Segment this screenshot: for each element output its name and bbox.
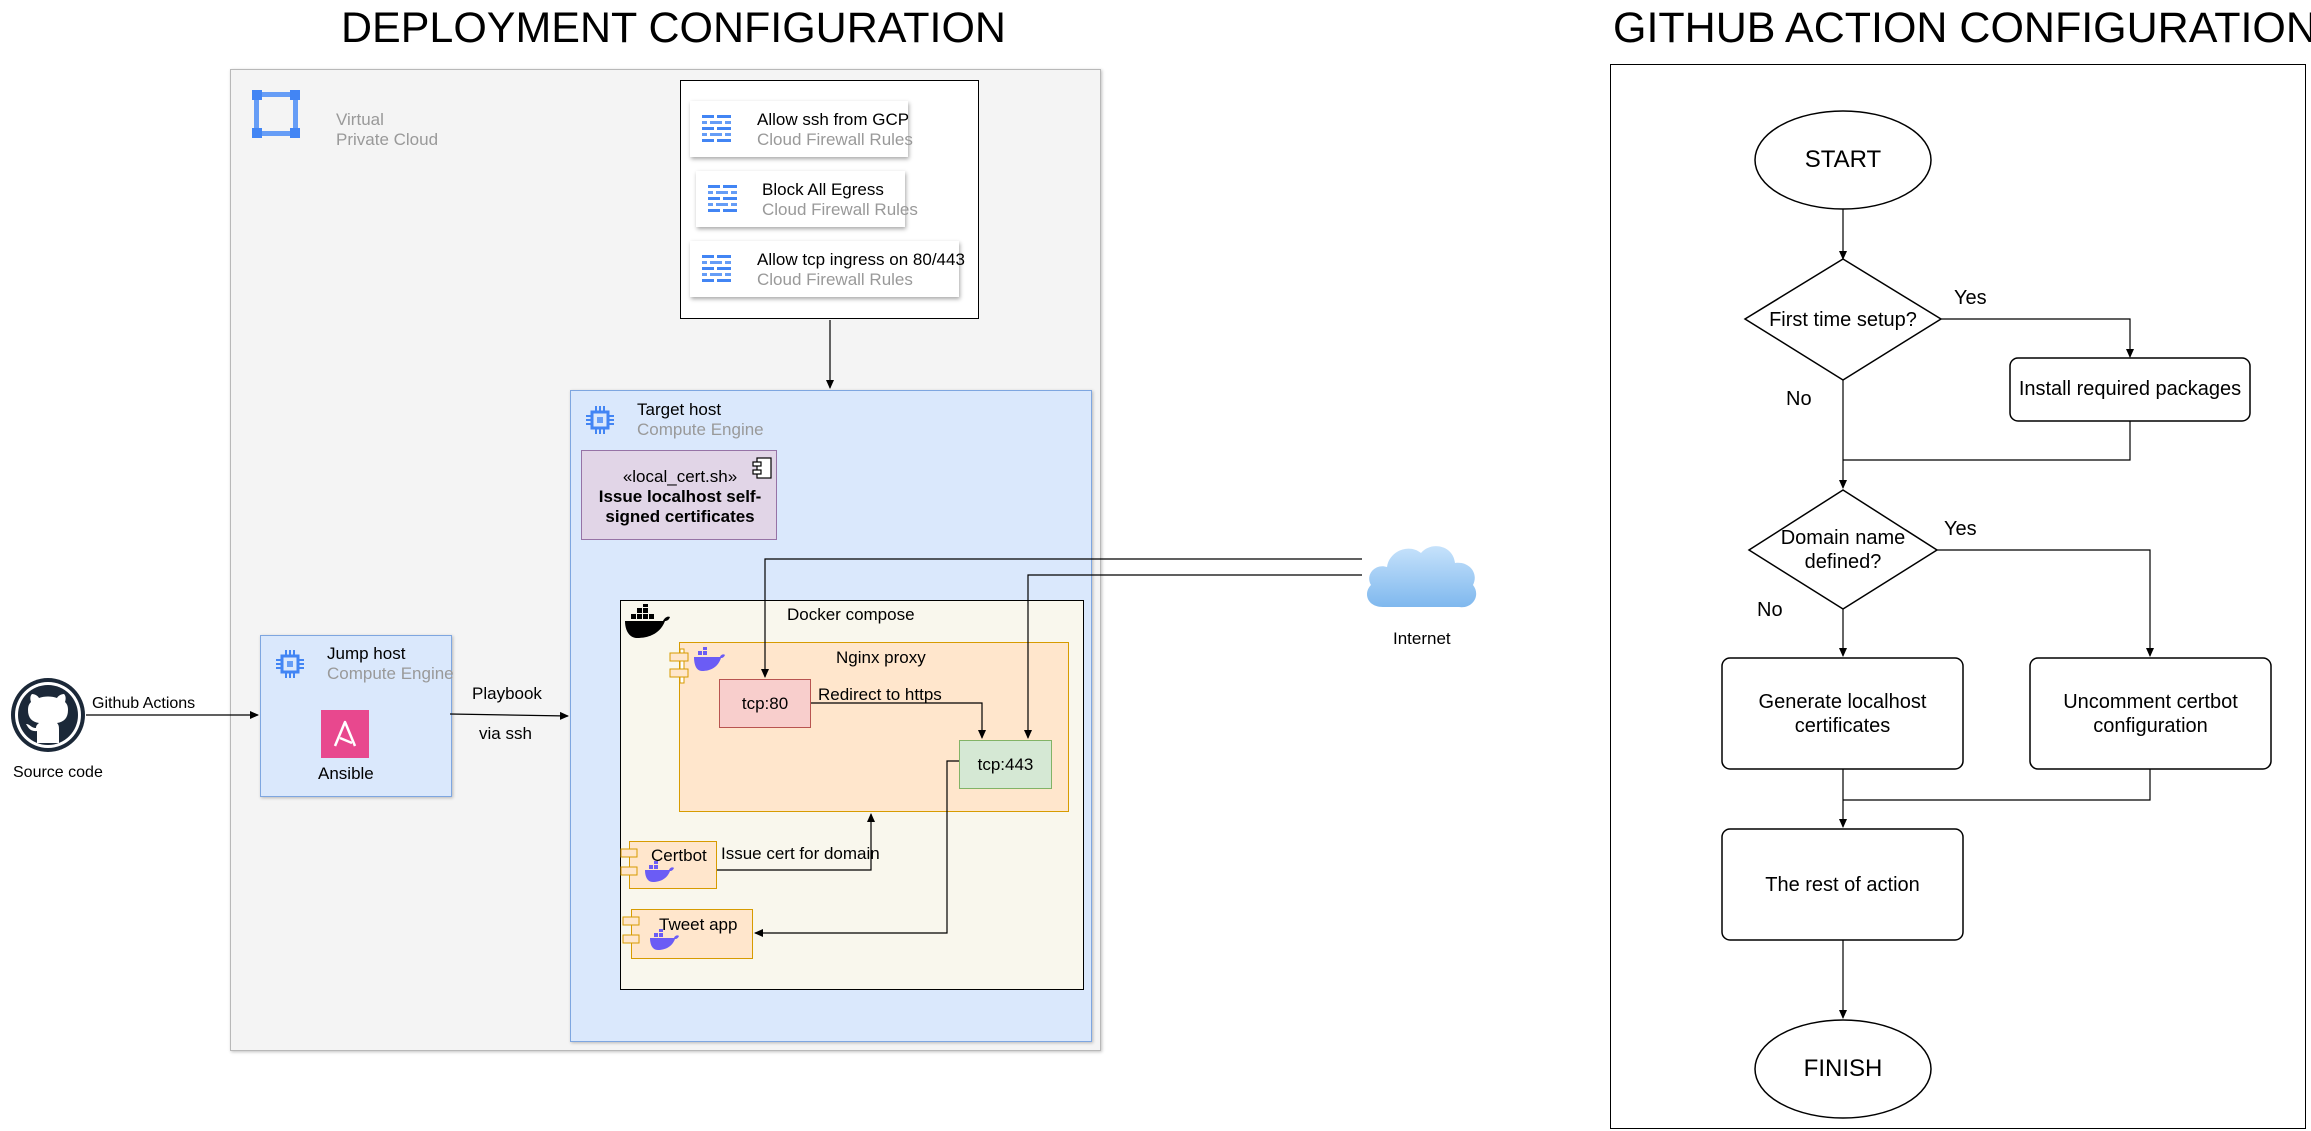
firewall-rule-name: Allow ssh from GCP <box>757 110 910 129</box>
certbot-container <box>629 841 717 889</box>
docker-container-icon <box>668 646 728 692</box>
component-icon <box>751 457 773 484</box>
port-80-box: tcp:80 <box>719 679 811 728</box>
redirect-edge-label: Redirect to https <box>818 685 942 704</box>
decision2-label-line1: Domain name <box>1780 526 1906 549</box>
finish-node <box>1754 1019 1932 1119</box>
edge-uncomment-to-merge <box>1843 769 2151 801</box>
source-code-label: Source code <box>13 764 103 781</box>
rest-node <box>1721 828 1964 941</box>
edge-port-443-to-tweet-app <box>754 760 959 937</box>
firewall-rule-allow-tcp: Allow tcp ingress on 80/443 Cloud Firewa… <box>690 241 965 297</box>
github-action-frame <box>1610 64 2306 1129</box>
github-icon <box>10 677 86 758</box>
edge-internet-to-port-80 <box>761 558 1362 678</box>
firewall-rule-block-egress: Block All Egress Cloud Firewall Rules <box>696 171 918 227</box>
firewall-icon <box>700 252 734 291</box>
deployment-title: DEPLOYMENT CONFIGURATION <box>341 4 1006 52</box>
install-node <box>2009 357 2251 422</box>
port-443-box: tcp:443 <box>959 740 1052 789</box>
playbook-edge-label-line2: via ssh <box>479 724 532 743</box>
github-actions-edge-label: Github Actions <box>92 695 196 712</box>
github-action-title: GITHUB ACTION CONFIGURATION <box>1613 4 2311 52</box>
firewall-rule-allow-ssh: Allow ssh from GCP Cloud Firewall Rules <box>690 101 913 157</box>
tweet-app-label: Tweet app <box>659 915 738 934</box>
docker-icon <box>643 861 675 888</box>
target-host-name: Target host <box>637 400 722 419</box>
decision2-no-label: No <box>1757 599 1783 621</box>
local-cert-component: «local_cert.sh» Issue localhost self- si… <box>581 450 777 540</box>
firewall-icon <box>706 182 740 221</box>
decision1-node <box>1743 258 1943 381</box>
port-443-label: tcp:443 <box>977 754 1034 774</box>
decision1-label: First time setup? <box>1769 308 1917 331</box>
decision1-no-label: No <box>1786 388 1812 410</box>
finish-label: FINISH <box>1803 1055 1883 1082</box>
local-cert-stereotype: «local_cert.sh» <box>622 467 738 486</box>
local-cert-line2: signed certificates <box>605 507 755 526</box>
uncomment-node <box>2029 657 2272 770</box>
component-icon <box>619 845 639 886</box>
edge-decision2-yes <box>1937 549 2154 657</box>
jump-host-type: Compute Engine <box>327 664 454 683</box>
vpc-icon <box>250 88 302 140</box>
playbook-edge-label-line1: Playbook <box>472 684 542 703</box>
internet-cloud-icon <box>1361 537 1481 618</box>
rest-label: The rest of action <box>1765 873 1920 896</box>
docker-icon <box>648 929 680 956</box>
decision2-label-line2: defined? <box>1804 550 1882 573</box>
uncomment-label-line2: configuration <box>2093 714 2208 737</box>
local-cert-line1: Issue localhost self- <box>598 487 762 506</box>
edge-decision1-yes <box>1940 318 2134 358</box>
certbot-edge-label: Issue cert for domain <box>721 844 880 863</box>
edge-port-80-to-port-443 <box>811 702 986 739</box>
vpc-label-line1: Virtual <box>336 110 384 129</box>
generate-label-line1: Generate localhost <box>1758 690 1927 713</box>
start-node <box>1754 110 1932 210</box>
nginx-proxy-label: Nginx proxy <box>836 648 926 667</box>
edge-jump-host-to-target-host <box>449 711 569 720</box>
decision2-yes-label: Yes <box>1944 518 1977 540</box>
firewall-rule-name: Block All Egress <box>762 180 884 199</box>
edge-certbot-to-nginx <box>717 813 875 871</box>
start-label: START <box>1804 146 1882 173</box>
decision1-yes-label: Yes <box>1954 287 1987 309</box>
internet-label: Internet <box>1393 629 1451 648</box>
decision2-node <box>1747 489 1939 610</box>
firewall-rule-name: Allow tcp ingress on 80/443 <box>757 250 965 269</box>
certbot-label: Certbot <box>651 846 707 865</box>
vpc-label-line2: Private Cloud <box>336 130 439 149</box>
compute-engine-icon <box>584 404 616 441</box>
edge-internet-to-port-443 <box>1024 574 1362 739</box>
firewall-rule-type: Cloud Firewall Rules <box>762 200 918 219</box>
target-host-type: Compute Engine <box>637 420 764 439</box>
firewall-rule-type: Cloud Firewall Rules <box>757 270 913 289</box>
docker-compose-label: Docker compose <box>787 605 915 624</box>
docker-icon <box>623 603 671 645</box>
tweet-app-container <box>631 909 753 959</box>
generate-label-line2: certificates <box>1794 714 1891 737</box>
firewall-icon <box>700 112 734 151</box>
compute-engine-icon <box>274 648 306 685</box>
ansible-label: Ansible <box>318 764 374 783</box>
ansible-icon <box>321 710 369 758</box>
uncomment-label-line1: Uncomment certbot <box>2063 690 2238 713</box>
jump-host-name: Jump host <box>327 644 406 663</box>
component-icon <box>621 913 641 954</box>
firewall-rule-type: Cloud Firewall Rules <box>757 130 913 149</box>
edge-install-to-merge <box>1843 421 2131 461</box>
install-label: Install required packages <box>2018 377 2242 400</box>
generate-node <box>1721 657 1964 770</box>
port-80-label: tcp:80 <box>741 693 789 713</box>
